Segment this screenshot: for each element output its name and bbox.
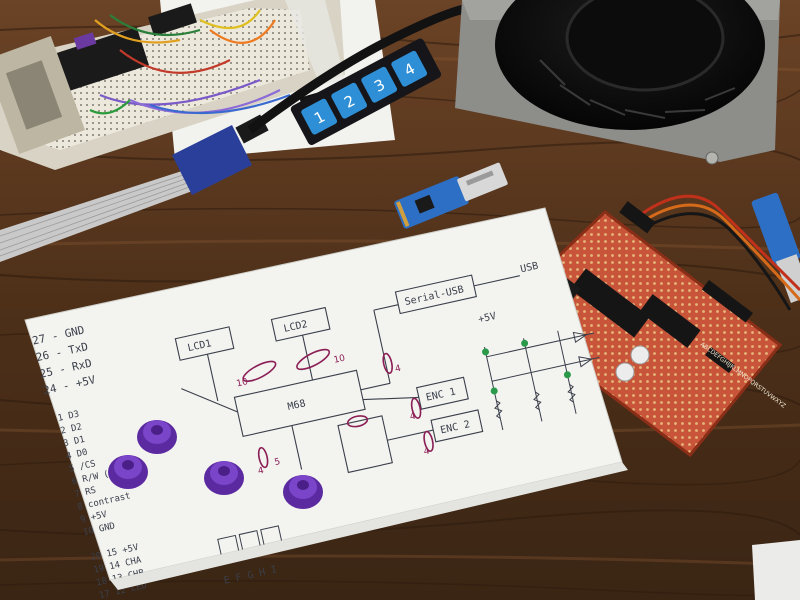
lcd1-label: LCD1 [187,338,213,354]
led-resistor-section [482,330,600,431]
plus5v-label: +5V [477,311,497,326]
ribbon-connector [172,125,252,195]
purple-knob-4[interactable] [283,475,323,509]
bus-width-label: 5 [274,457,282,468]
keypad-key-3[interactable]: 3 [360,66,398,104]
keypad-key-2[interactable]: 2 [330,82,368,120]
jumper-wires [89,9,291,115]
paper-scrap [752,540,800,600]
black-cable [247,3,471,134]
enc2-block [430,409,484,443]
membrane-keypad: 1 2 3 4 [290,38,442,145]
bus-width-label: 10 [236,377,250,389]
blower-fan [455,0,780,165]
bus-width-label: 4 [257,466,265,477]
purple-knob-3[interactable] [204,461,244,495]
protoboard-pcb: ABCDEFGHIJKLMNOPQRSTUVWXYZ [497,201,787,458]
under-paper-edge [110,462,628,590]
usb-serial-dongle [394,162,508,229]
breadboard [0,0,345,170]
bus-width-label: 4 [423,446,431,457]
bus-width-label: 4 [394,364,402,375]
bus-width-label: 4 [409,412,417,423]
ribbon-cable [0,170,195,262]
plastic-tube [285,0,345,85]
bus-markings [242,348,434,469]
purple-knob-2[interactable] [108,455,148,489]
trimpot-1[interactable] [630,345,650,365]
purple-knob-1[interactable] [137,420,177,454]
pin-line: 3 D1 [62,435,85,449]
enc1-block [415,376,469,410]
keypad-key-4[interactable]: 4 [390,50,428,88]
mcu-label: M68 [287,398,307,413]
usb-dongle-right [751,192,800,303]
usb-label: USB [519,261,539,276]
bus-width-label: 10 [333,354,347,366]
pin-line: 7 RS [74,486,97,500]
keypad-key-1[interactable]: 1 [300,98,338,136]
lcd2-label: LCD2 [283,319,309,335]
pin-line: 4 D0 [65,448,88,462]
pin-line: 1 D3 [57,409,80,423]
trimpot-2[interactable] [615,362,635,382]
pin-line: 2 D2 [60,422,83,436]
